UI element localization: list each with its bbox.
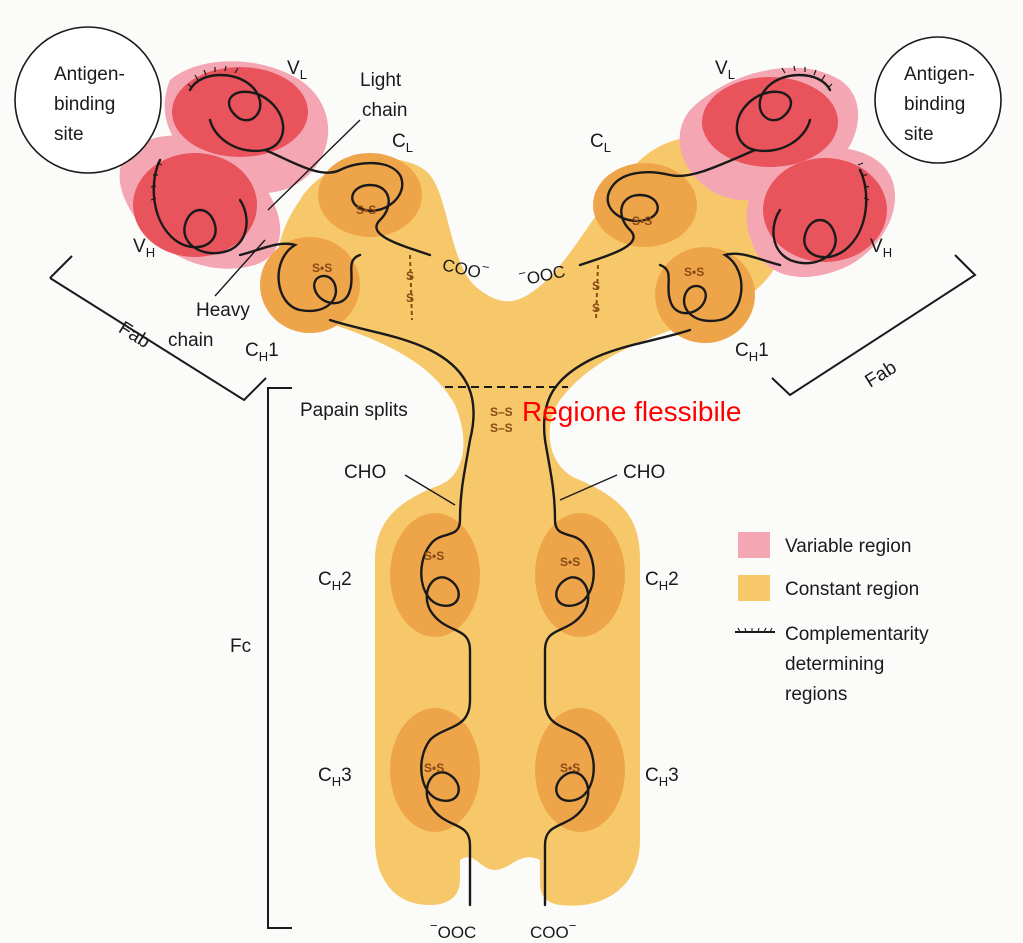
ss-ch2-left: S•S [424,549,444,563]
regione-flessibile-annotation: Regione flessibile [522,396,741,427]
antigen-label-left-line3: site [54,124,84,145]
domain-labels: VL VL VH VH CL CL CH1 CH1 CH2 CH2 CH3 CH… [133,58,892,789]
ch3-label-left: CH3 [318,765,352,789]
vh-label-left: VH [133,236,155,260]
ch2-label-left: CH2 [318,569,352,593]
cl-domain-left [318,153,422,237]
legend-cdr-label-3: regions [785,684,847,705]
ss-ch2-right: S•S [560,555,580,569]
ss-cl-left: S•S [356,203,376,217]
ss-ch3-left: S•S [424,761,444,775]
ss-ch3-right: S•S [560,761,580,775]
ch1-label-right: CH1 [735,340,769,364]
ch3-label-right: CH3 [645,765,679,789]
vh-domain-left [133,153,257,257]
chain-labels: Light chain Heavy chain [168,70,407,351]
cho-leader-left [404,474,456,506]
light-chain-label-1: Light [360,70,402,91]
cho-label-left: CHO [344,462,386,483]
antigen-label-right-line1: Antigen- [904,64,975,85]
light-chain-label-2: chain [362,100,407,121]
ss-inter-left-2: S [406,291,414,305]
legend: Variable region Constant region Compleme… [735,532,929,705]
cdr-marks [150,65,870,201]
vl-domain-right [702,77,838,167]
antibody-body [277,136,786,906]
ooc-label-bottom: −OOC [430,918,476,942]
fab-label-right: Fab [862,357,901,392]
vh-domain-right [763,158,887,262]
ch1-label-left: CH1 [245,340,279,364]
cho-label-right: CHO [623,462,665,483]
legend-cdr-hatch [737,627,773,633]
ch2-domain-right [535,513,625,637]
heavy-chain-label-1: Heavy [196,300,250,321]
cl-label-left: CL [392,131,413,155]
ss-cl-right: S•S [632,214,652,228]
legend-cdr-label-2: determining [785,654,884,675]
legend-constant-label: Constant region [785,579,919,600]
fc-bracket: Fc [230,387,292,929]
polypeptide-chains [152,73,868,907]
vh-label-right: VH [870,236,892,260]
papain-splits-label: Papain splits [300,400,408,421]
ch2-label-right: CH2 [645,569,679,593]
ss-ch1-left: S•S [312,261,332,275]
ss-inter-right-1: S [592,279,600,293]
antigen-label-right-line2: binding [904,94,965,115]
ss-inter-right-2: S [592,301,600,315]
antigen-binding-site-right: Antigen- binding site [874,36,1002,164]
heavy-chain-leader [214,239,266,297]
antigen-binding-site-left: Antigen- binding site [14,26,162,174]
ss-ch1-right: S•S [684,265,704,279]
legend-swatch-variable [738,532,770,558]
ch3-domain-right [535,708,625,832]
ss-inter-left-1: S [406,269,414,283]
coo-label-bottom: COO− [530,918,576,942]
legend-cdr-label-1: Complementarity [785,624,929,645]
ch3-domain-left [390,708,480,832]
ss-hinge-1: S–S [490,405,513,419]
ss-hinge-2: S–S [490,421,513,435]
light-chain-leader [267,119,361,211]
antigen-label-left-line2: binding [54,94,115,115]
ch2-domain-left [390,513,480,637]
cl-domain-right [593,163,697,247]
cho-leader-right [559,474,618,501]
vl-label-right: VL [715,58,735,82]
ch1-domain-left [260,237,360,333]
antigen-label-left-line1: Antigen- [54,64,125,85]
vl-label-left: VL [287,58,307,82]
antigen-label-right-line3: site [904,124,934,145]
legend-swatch-constant [738,575,770,601]
cl-label-right: CL [590,131,611,155]
fab-bracket-left: Fab [49,255,267,402]
interchain-disulfides [409,254,599,321]
legend-variable-label: Variable region [785,536,911,557]
vl-domain-left [172,67,308,157]
heavy-chain-label-2: chain [168,330,213,351]
fc-label: Fc [230,636,251,657]
